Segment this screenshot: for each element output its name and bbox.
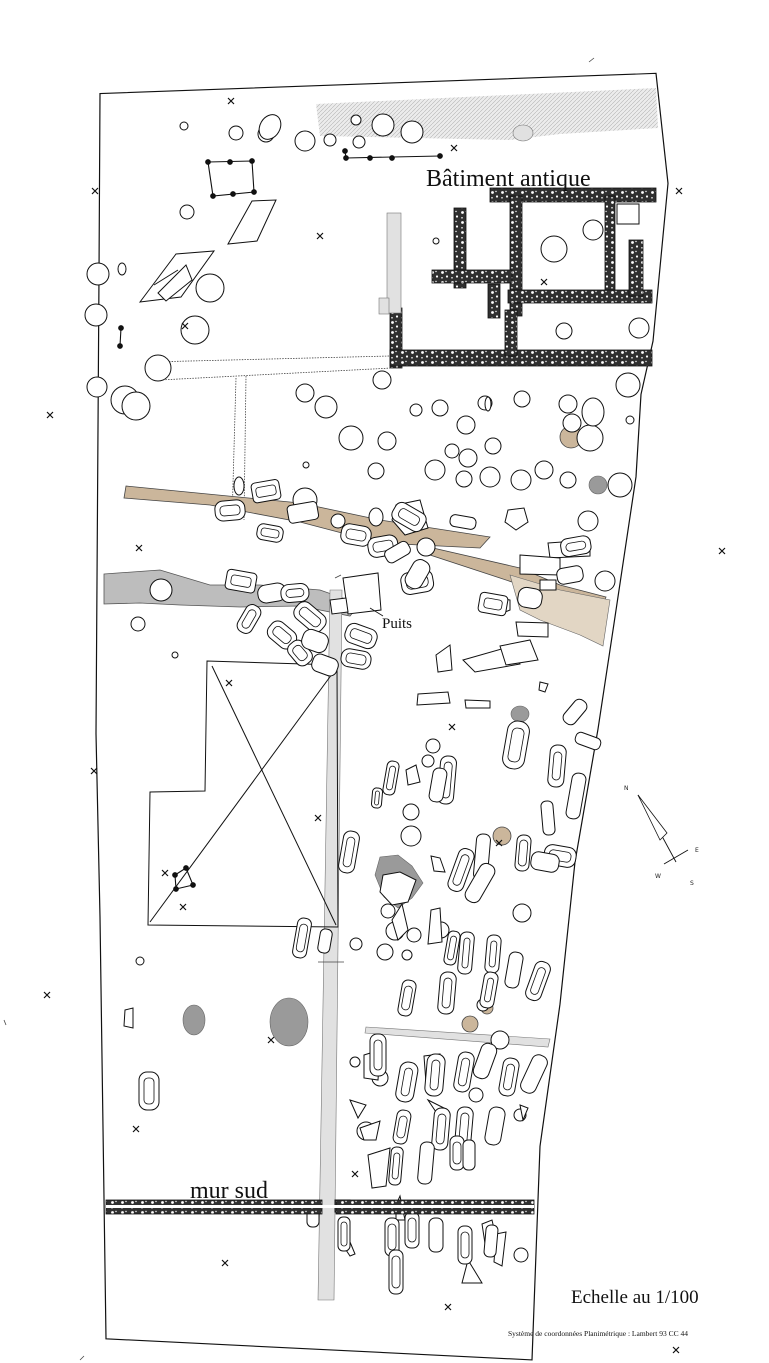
survey-markers (43, 97, 726, 1354)
scale-label: Echelle au 1/100 (571, 1287, 699, 1308)
label-mur-sud: mur sud (190, 1178, 268, 1204)
ditch-lines (149, 355, 393, 521)
dark-feature (269, 997, 309, 1047)
hatched-zone (316, 88, 658, 140)
label-batiment: Bâtiment antique (426, 166, 591, 192)
grey-pit (588, 475, 608, 495)
compass-w: W (655, 873, 661, 880)
hatched-pit (512, 124, 534, 142)
dark-feature (510, 705, 530, 723)
south-wall (105, 1199, 535, 1215)
dark-feature (182, 1004, 206, 1036)
beige-pit (492, 826, 512, 846)
compass-s: S (690, 880, 694, 887)
minor-strokes (3, 57, 595, 1361)
post-lines (117, 148, 443, 892)
grey-wall-horizontal (364, 1026, 551, 1048)
ancient-building (378, 187, 657, 369)
compass-e: E (695, 847, 699, 854)
graves (138, 479, 602, 1295)
north-arrow: N E S W (624, 785, 699, 887)
irregular-pits (117, 114, 605, 1284)
beige-pit (461, 1015, 479, 1033)
label-puits: Puits (382, 616, 412, 632)
compass-n: N (624, 785, 629, 792)
coordinate-system: Système de coordonnées Planimétrique : L… (508, 1329, 688, 1338)
